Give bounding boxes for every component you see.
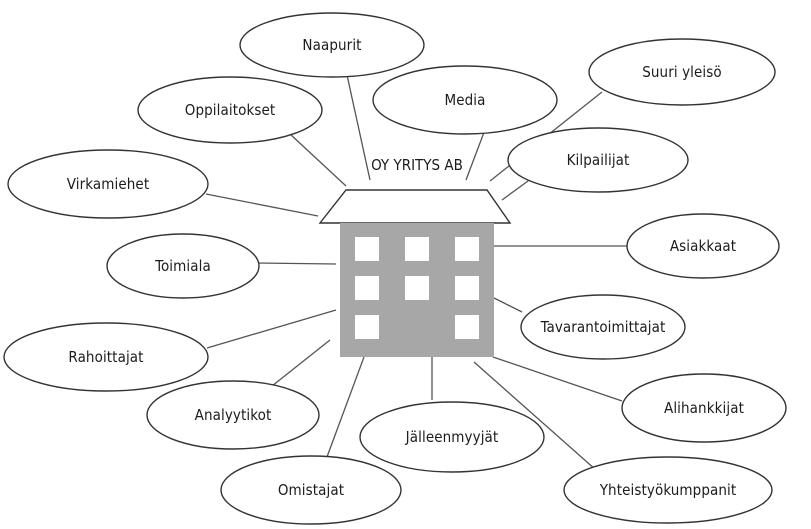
stakeholder-label: Naapurit bbox=[302, 36, 361, 54]
spoke-virkamiehet bbox=[205, 193, 319, 217]
company-building bbox=[318, 189, 512, 357]
stakeholder-label: Alihankkijat bbox=[664, 399, 744, 417]
spokes bbox=[205, 74, 630, 471]
spoke-analyytikot bbox=[271, 339, 331, 387]
stakeholder-bubble-naapurit: Naapurit bbox=[239, 12, 425, 78]
stakeholder-bubble-omistajat: Omistajat bbox=[220, 455, 402, 525]
spoke-rahoittajat bbox=[206, 309, 337, 349]
building-window bbox=[455, 315, 479, 339]
spoke-alihankkijat bbox=[492, 356, 623, 402]
company-name-label: OY YRITYS AB bbox=[371, 156, 463, 174]
stakeholder-label: Rahoittajat bbox=[68, 348, 143, 366]
stakeholder-bubble-tavarantoimittajat: Tavarantoimittajat bbox=[520, 294, 686, 360]
building-window bbox=[405, 237, 429, 261]
stakeholder-label: Virkamiehet bbox=[67, 175, 149, 193]
building-window bbox=[455, 276, 479, 300]
stakeholder-label: Tavarantoimittajat bbox=[540, 318, 666, 336]
stakeholder-label: Suuri yleisö bbox=[642, 63, 722, 81]
stakeholder-bubble-suuri-yleiso: Suuri yleisö bbox=[588, 38, 776, 106]
stakeholder-label: Media bbox=[444, 91, 485, 109]
building-window bbox=[355, 276, 379, 300]
stakeholder-bubble-jalleenmyyjat: Jälleenmyyjät bbox=[359, 401, 545, 473]
stakeholder-label: Oppilaitokset bbox=[185, 101, 276, 119]
stakeholder-label: Toimiala bbox=[154, 257, 211, 275]
building-window bbox=[355, 237, 379, 261]
stakeholder-bubble-virkamiehet: Virkamiehet bbox=[7, 149, 209, 219]
spoke-yhteistyokumppanit bbox=[473, 361, 597, 471]
stakeholder-label: Asiakkaat bbox=[670, 237, 736, 255]
stakeholder-label: Jälleenmyyjät bbox=[405, 428, 499, 446]
stakeholder-bubble-asiakkaat: Asiakkaat bbox=[626, 213, 780, 279]
stakeholder-bubble-analyytikot: Analyytikot bbox=[146, 380, 320, 450]
stakeholder-label: Yhteistyökumppanit bbox=[599, 481, 737, 499]
building-window bbox=[455, 237, 479, 261]
building-window bbox=[405, 276, 429, 300]
stakeholder-bubble-yhteistyokumppanit: Yhteistyökumppanit bbox=[563, 456, 773, 524]
spoke-oppilaitokset bbox=[289, 133, 347, 187]
spoke-omistajat bbox=[323, 356, 365, 466]
stakeholder-bubble-oppilaitokset: Oppilaitokset bbox=[137, 76, 323, 144]
stakeholder-bubble-media: Media bbox=[372, 65, 558, 135]
stakeholder-bubble-alihankkijat: Alihankkijat bbox=[621, 373, 787, 443]
stakeholder-bubble-rahoittajat: Rahoittajat bbox=[3, 322, 209, 392]
stakeholder-label: Kilpailijat bbox=[567, 151, 630, 169]
stakeholder-label: Analyytikot bbox=[195, 406, 272, 424]
spoke-tavarantoimittajat bbox=[493, 297, 523, 313]
spoke-naapurit bbox=[346, 74, 371, 181]
spoke-toimiala bbox=[255, 262, 337, 265]
spoke-kilpailijat bbox=[501, 180, 529, 201]
stakeholder-bubble-toimiala: Toimiala bbox=[106, 233, 260, 299]
building-window bbox=[355, 315, 379, 339]
stakeholder-bubble-kilpailijat: Kilpailijat bbox=[507, 127, 689, 193]
stakeholder-label: Omistajat bbox=[278, 481, 344, 499]
building-roof bbox=[318, 189, 512, 224]
spoke-media bbox=[465, 126, 487, 181]
